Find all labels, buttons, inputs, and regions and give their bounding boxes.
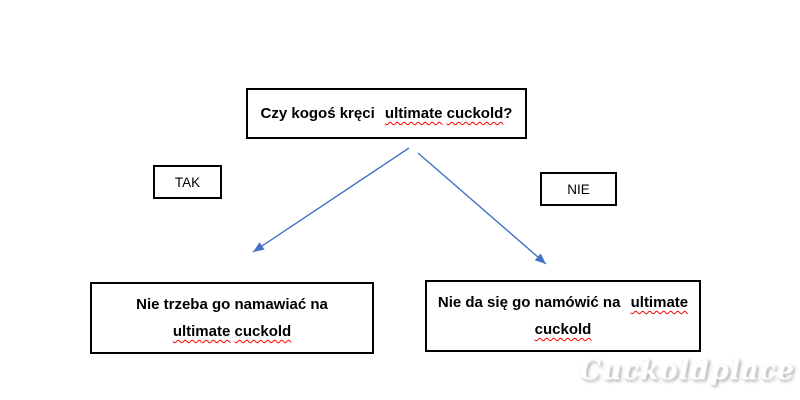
no-result-text: Nie da się go namówić na: [437, 294, 621, 311]
misspelled-word: cuckold: [234, 323, 292, 340]
question-suffix: ?: [503, 105, 513, 122]
misspelled-word: ultimate: [384, 105, 443, 122]
question-text: Czy kogoś kręci ultimate cuckold?: [261, 105, 513, 122]
yes-label-box: TAK: [153, 165, 222, 199]
arrow-yes-branch: [252, 147, 410, 253]
no-label: NIE: [567, 181, 590, 197]
yes-label: TAK: [174, 174, 201, 190]
no-result-line2: cuckold: [535, 316, 592, 343]
watermark-logo: Cuckoldplace: [579, 355, 795, 386]
yes-result-box: Nie trzeba go namawiać na ultimate cucko…: [90, 282, 374, 354]
yes-result-text: Nie trzeba go namawiać na: [136, 296, 328, 313]
yes-result-line1: Nie trzeba go namawiać na: [136, 291, 328, 318]
no-result-line1: Nie da się go namówić na ultimate: [438, 289, 688, 316]
misspelled-word: ultimate: [172, 323, 231, 340]
misspelled-word: cuckold: [534, 321, 592, 338]
arrow-no-branch: [417, 152, 547, 265]
misspelled-word: ultimate: [630, 294, 689, 311]
yes-result-line2: ultimate cuckold: [173, 318, 291, 345]
question-prefix: Czy kogoś kręci: [260, 105, 375, 122]
no-result-box: Nie da się go namówić na ultimate cuckol…: [425, 280, 701, 352]
no-label-box: NIE: [540, 172, 617, 206]
question-box: Czy kogoś kręci ultimate cuckold?: [246, 88, 527, 139]
misspelled-word: cuckold: [446, 105, 504, 122]
